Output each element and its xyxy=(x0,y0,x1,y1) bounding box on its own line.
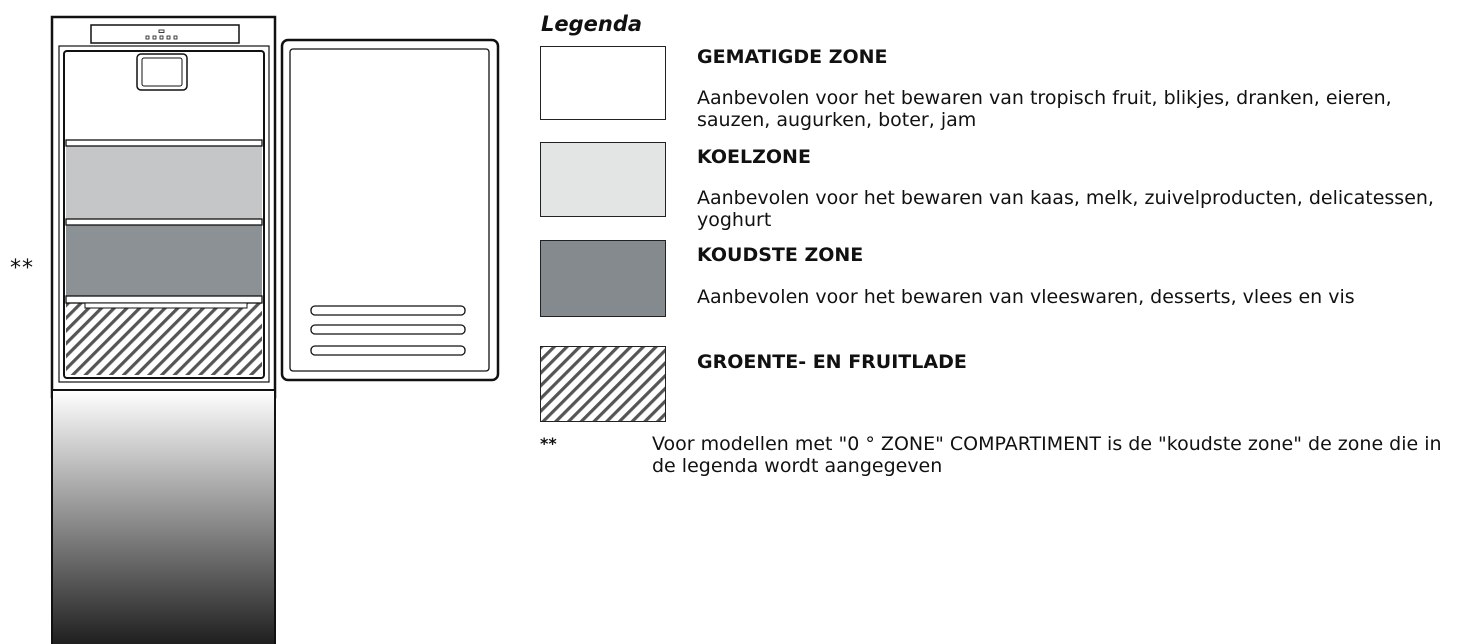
shelf-2 xyxy=(65,218,263,226)
door-inner xyxy=(289,48,490,372)
freezer-compartment xyxy=(51,389,276,644)
zone-desc-temperate: Aanbevolen voor het bewaren van tropisch… xyxy=(697,87,1392,131)
swatch-coldest xyxy=(540,240,666,317)
zone-desc-cool: Aanbevolen voor het bewaren van kaas, me… xyxy=(697,187,1434,231)
control-buttons xyxy=(145,29,178,40)
zone-name-cool: KOELZONE xyxy=(697,146,811,168)
coldest-zone xyxy=(66,225,262,296)
inner-frame xyxy=(58,45,270,383)
door-bin-3 xyxy=(310,345,466,356)
zone-name-coldest: KOUDSTE ZONE xyxy=(697,244,864,266)
zone-desc-coldest: Aanbevolen voor het bewaren van vleeswar… xyxy=(697,286,1355,308)
swatch-cool xyxy=(540,142,666,217)
swatch-crisper xyxy=(540,346,666,422)
footnote-text: Voor modellen met "0 ° ZONE" COMPARTIMEN… xyxy=(652,433,1442,477)
shelf-3 xyxy=(65,295,263,304)
door-bin-2 xyxy=(310,324,466,335)
control-panel xyxy=(90,24,240,44)
drawer-lid xyxy=(84,302,248,309)
crisper-drawer xyxy=(66,303,262,375)
legend-title: Legenda xyxy=(541,12,643,36)
shelf-1 xyxy=(65,139,263,147)
side-marker: ** xyxy=(10,256,34,281)
door-bin-1 xyxy=(310,305,466,316)
fridge-illustration xyxy=(50,15,500,644)
cool-zone xyxy=(66,146,262,220)
zone-name-crisper: GROENTE- EN FRUITLADE xyxy=(697,351,967,373)
footnote-marker: ** xyxy=(540,434,557,453)
light-cover xyxy=(141,57,183,87)
swatch-temperate xyxy=(540,46,666,120)
zone-name-temperate: GEMATIGDE ZONE xyxy=(697,46,888,68)
